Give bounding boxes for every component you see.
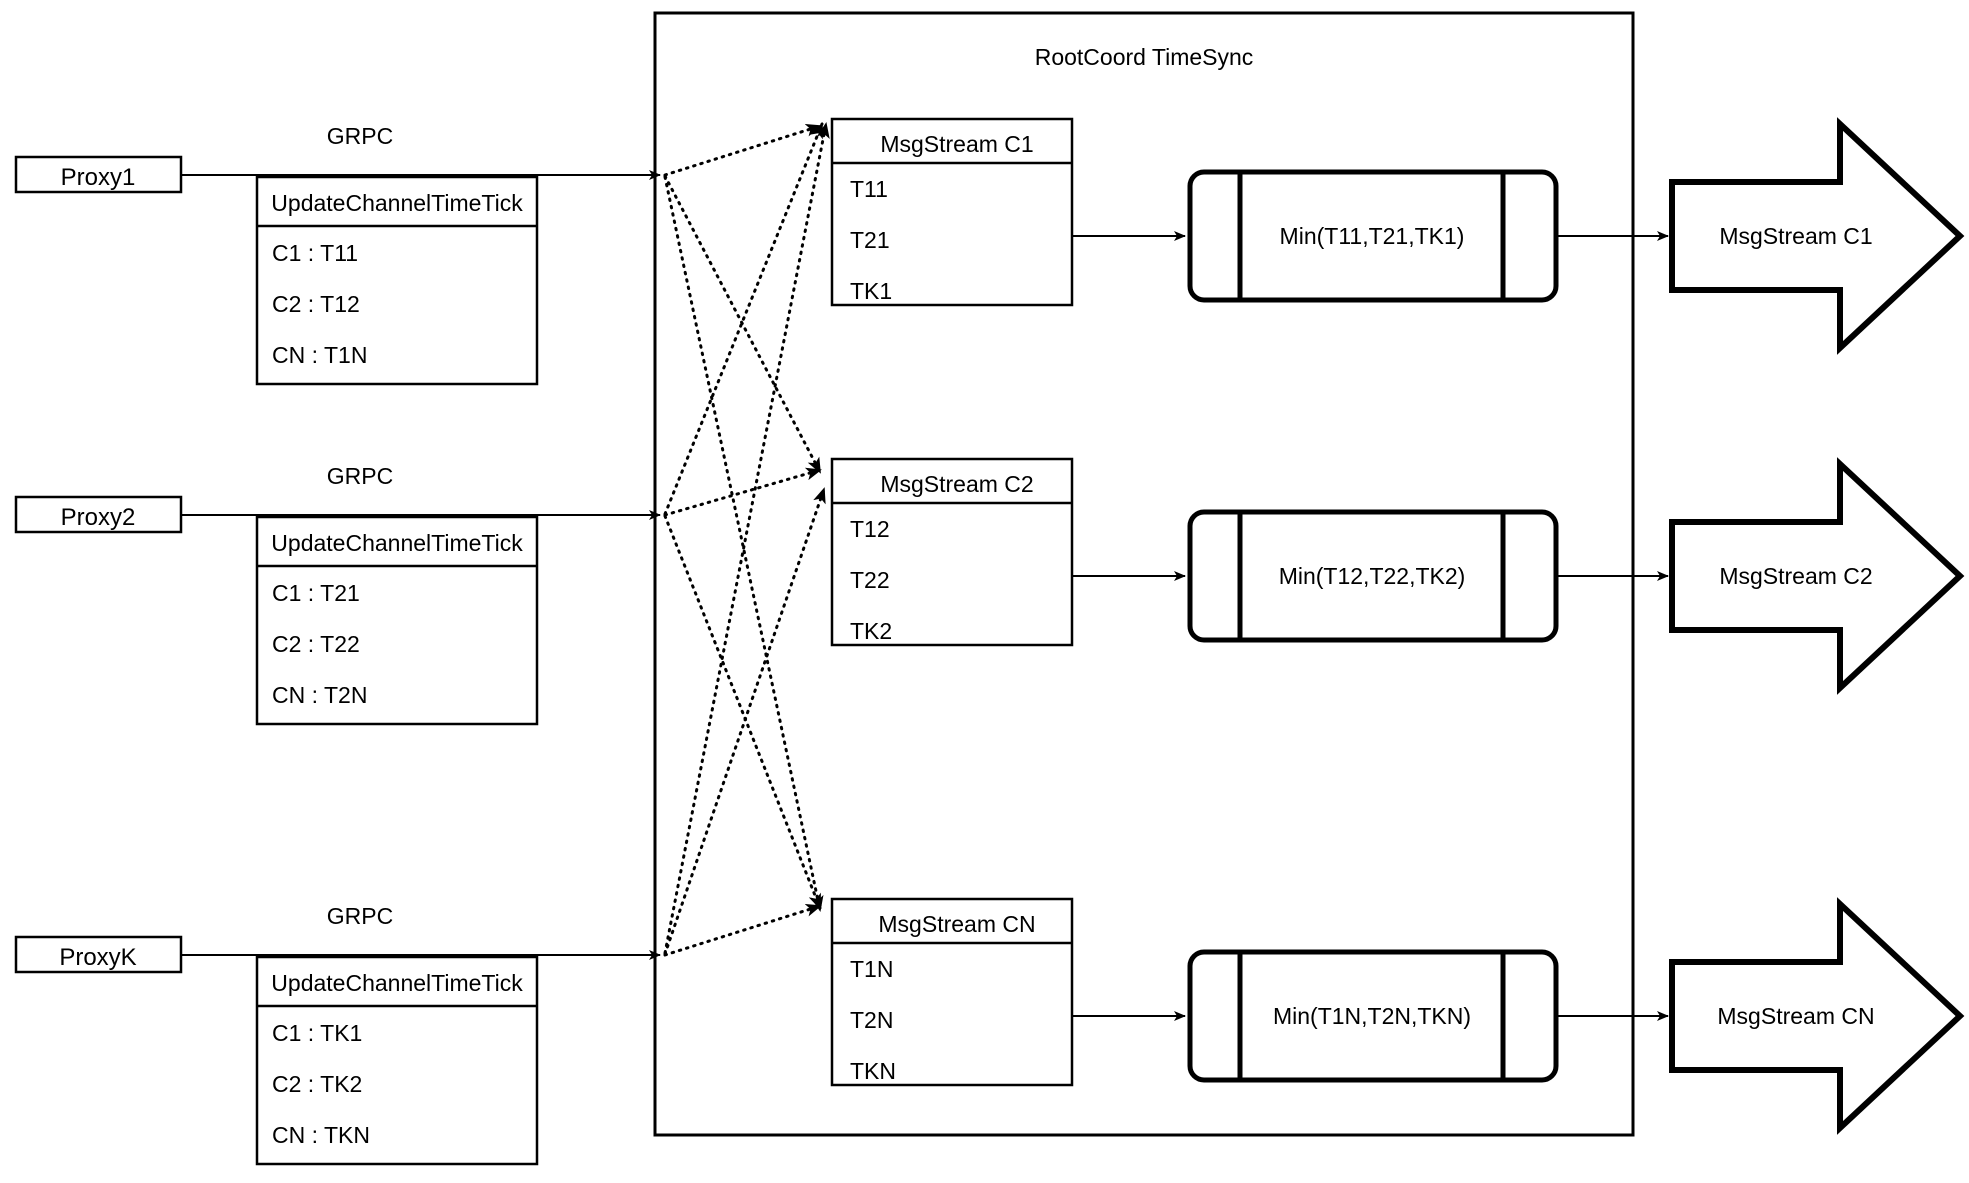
dotted-p2-cn <box>663 514 822 910</box>
msgstream-header-2: MsgStream C2 <box>880 471 1034 497</box>
request-header-1: UpdateChannelTimeTick <box>271 190 523 216</box>
min-process-label-1: Min(T11,T21,TK1) <box>1279 223 1465 249</box>
protocol-label-2: GRPC <box>326 463 394 489</box>
request-row-3-0: C1 : TK1 <box>272 1020 363 1046</box>
proxy-label-3: ProxyK <box>59 944 137 971</box>
dotted-p2-c1 <box>663 122 824 516</box>
msgstream-row-3-1: T2N <box>850 1007 894 1033</box>
request-row-3-2: CN : TKN <box>272 1122 370 1148</box>
msgstream-row-2-0: T12 <box>850 516 890 542</box>
container-title: RootCoord TimeSync <box>1034 44 1254 70</box>
dotted-p3-c1 <box>663 122 830 955</box>
request-row-1-0: C1 : T11 <box>272 240 359 266</box>
dotted-p3-cn <box>663 904 822 957</box>
request-row-2-1: C2 : T22 <box>272 631 360 657</box>
msgstream-header-1: MsgStream C1 <box>880 131 1034 157</box>
min-process-label-2: Min(T12,T22,TK2) <box>1278 563 1466 589</box>
dotted-p1-c1 <box>663 124 822 177</box>
msgstream-header-3: MsgStream CN <box>878 911 1036 937</box>
msgstream-row-1-0: T11 <box>850 176 888 202</box>
proxy-label-1: Proxy1 <box>60 164 136 191</box>
dotted-p2-c2 <box>663 467 822 517</box>
request-row-2-2: CN : T2N <box>272 682 368 708</box>
proxy-label-2: Proxy2 <box>60 504 136 531</box>
request-row-2-0: C1 : T21 <box>272 580 360 606</box>
msgstream-row-2-1: T22 <box>850 567 890 593</box>
request-header-3: UpdateChannelTimeTick <box>271 970 523 996</box>
dotted-p1-cn <box>663 175 824 912</box>
protocol-label-1: GRPC <box>326 123 394 149</box>
dotted-p1-c2 <box>663 174 822 474</box>
min-process-label-3: Min(T1N,T2N,TKN) <box>1272 1003 1472 1029</box>
output-label-1: MsgStream C1 <box>1719 223 1873 249</box>
protocol-label-3: GRPC <box>326 903 394 929</box>
msgstream-row-2-2: TK2 <box>850 618 893 644</box>
rootcoord-container <box>653 11 1635 1137</box>
request-row-1-2: CN : T1N <box>272 342 368 368</box>
msgstream-row-1-2: TK1 <box>850 278 893 304</box>
output-label-2: MsgStream C2 <box>1719 563 1873 589</box>
request-row-1-1: C2 : T12 <box>272 291 360 317</box>
request-row-3-1: C2 : TK2 <box>272 1071 363 1097</box>
output-label-3: MsgStream CN <box>1717 1003 1875 1029</box>
dotted-p3-c2 <box>663 487 826 956</box>
msgstream-row-3-2: TKN <box>850 1058 896 1084</box>
msgstream-row-3-0: T1N <box>850 956 894 982</box>
msgstream-row-1-1: T21 <box>850 227 890 253</box>
request-header-2: UpdateChannelTimeTick <box>271 530 523 556</box>
